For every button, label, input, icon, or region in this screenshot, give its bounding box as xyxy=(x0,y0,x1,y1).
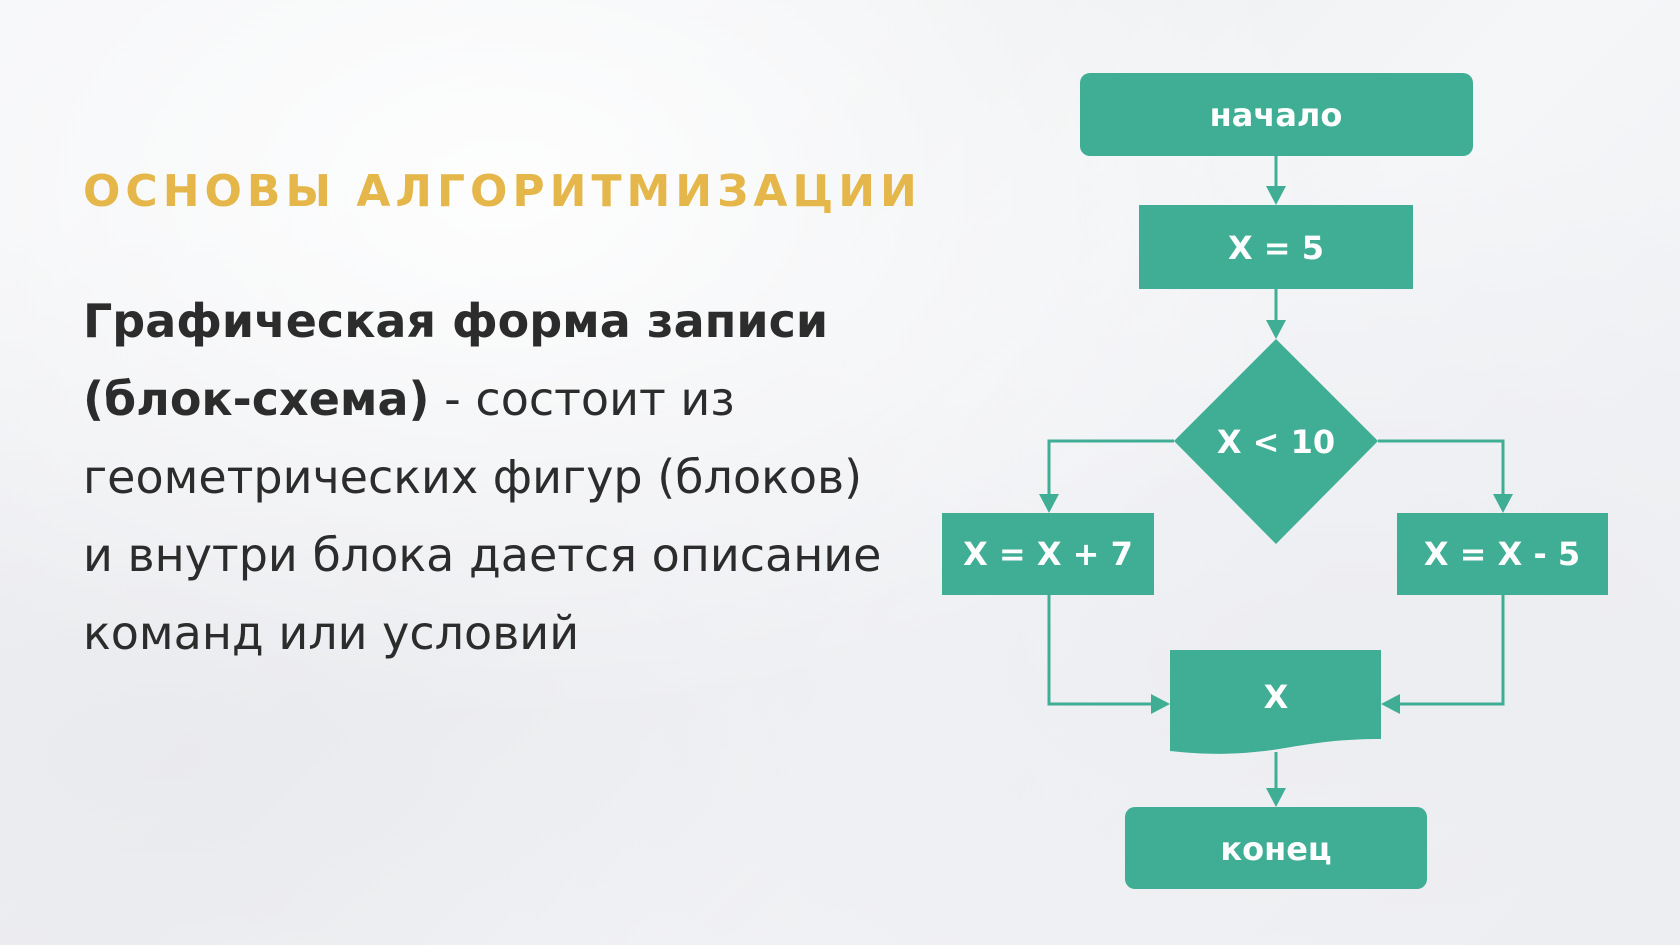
slide-subtitle: ОСНОВЫ АЛГОРИТМИЗАЦИИ xyxy=(83,166,922,217)
block-start: начало xyxy=(1080,73,1473,156)
description-text: состоит из геометрических фигур (блоков)… xyxy=(83,372,882,660)
block-condition: X < 10 xyxy=(1174,339,1378,544)
block-end-label: конец xyxy=(1220,830,1331,868)
block-right-branch-label: X = X - 5 xyxy=(1424,535,1580,573)
block-end: конец xyxy=(1125,807,1427,889)
flowchart-connectors xyxy=(1039,156,1513,807)
arrowhead-condition-to-right xyxy=(1493,494,1513,513)
description-bold-term: Графическая форма записи (блок-схема) xyxy=(83,294,829,426)
block-right-branch: X = X - 5 xyxy=(1397,513,1608,595)
block-output-shape xyxy=(1170,650,1381,754)
connector-condition-to-left xyxy=(1047,439,1174,504)
block-left-branch-label: X = X + 7 xyxy=(963,535,1133,573)
block-assign-shape xyxy=(1139,205,1413,289)
block-start-label: начало xyxy=(1210,96,1343,134)
arrowhead-condition-to-left xyxy=(1039,494,1059,513)
connector-condition-to-right xyxy=(1378,439,1505,504)
block-right-branch-shape xyxy=(1397,513,1608,595)
arrowhead-right-to-output xyxy=(1381,694,1400,714)
description-separator: - xyxy=(429,372,476,426)
arrowhead-assign-to-condition xyxy=(1266,320,1286,339)
block-condition-shape xyxy=(1174,339,1378,544)
block-condition-label: X < 10 xyxy=(1217,423,1335,461)
connector-left-to-output xyxy=(1047,595,1161,706)
arrowhead-output-to-end xyxy=(1266,788,1286,807)
block-output-label: X xyxy=(1264,678,1289,716)
block-output: X xyxy=(1170,650,1381,754)
block-assign: X = 5 xyxy=(1139,205,1413,289)
block-end-shape xyxy=(1125,807,1427,889)
slide-description: Графическая форма записи (блок-схема) - … xyxy=(83,282,883,672)
block-left-branch-shape xyxy=(942,513,1154,595)
block-left-branch: X = X + 7 xyxy=(942,513,1154,595)
block-start-shape xyxy=(1080,73,1473,156)
arrowhead-start-to-assign xyxy=(1266,186,1286,205)
block-assign-label: X = 5 xyxy=(1228,229,1324,267)
arrowhead-left-to-output xyxy=(1151,694,1170,714)
connector-right-to-output xyxy=(1390,595,1505,706)
